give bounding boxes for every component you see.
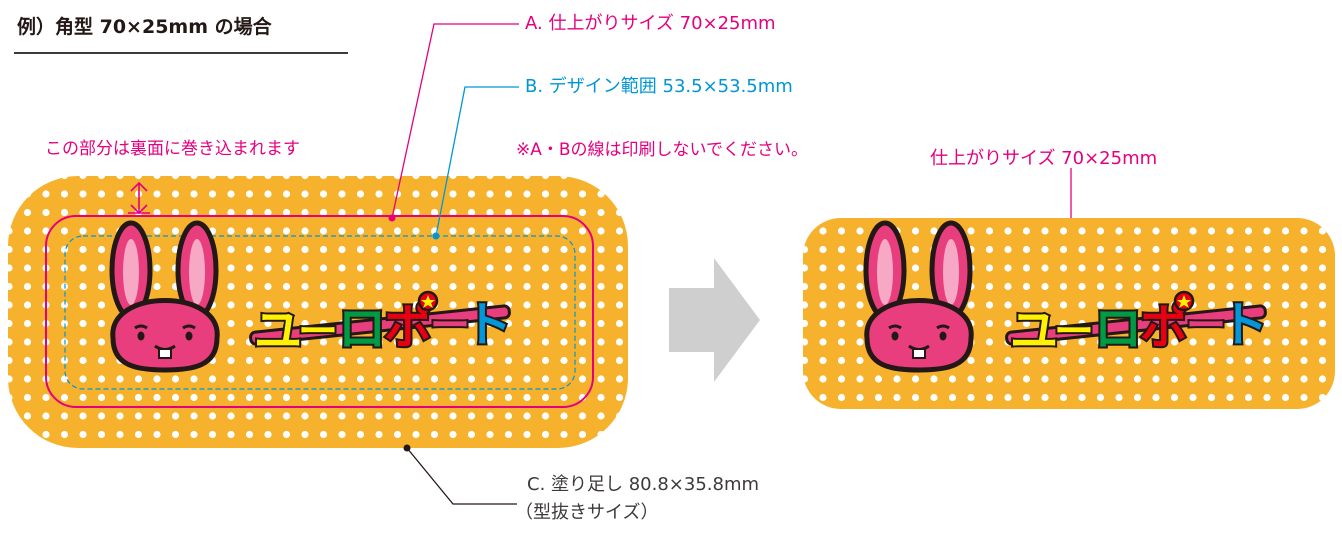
leader-b — [432, 86, 519, 240]
logo-illustration-finished — [1004, 290, 1271, 361]
logo-illustration — [248, 290, 515, 361]
fold-arrow — [128, 181, 150, 215]
design-area-label: B. デザイン範囲 53.5×53.5mm — [525, 76, 793, 97]
finished-size-line — [45, 215, 594, 408]
leader-c — [403, 444, 517, 505]
bleed-label: C. 塗り足し 80.8×35.8mm — [527, 474, 760, 495]
die-cut-size-label: （型抜きサイズ） — [515, 502, 659, 523]
no-print-note: ※A・Bの線は印刷しないでください。 — [516, 140, 809, 160]
leader-a — [388, 23, 519, 222]
design-area-line — [64, 235, 576, 390]
title-underline — [14, 52, 348, 54]
fold-note: この部分は裏面に巻き込まれます — [45, 139, 300, 159]
finished-size-label: A. 仕上がりサイズ 70×25mm — [525, 13, 776, 34]
arrow-icon — [669, 258, 760, 382]
example-title: 例）角型 70×25mm の場合 — [17, 16, 272, 38]
finished-label: 仕上がりサイズ 70×25mm — [930, 148, 1158, 169]
